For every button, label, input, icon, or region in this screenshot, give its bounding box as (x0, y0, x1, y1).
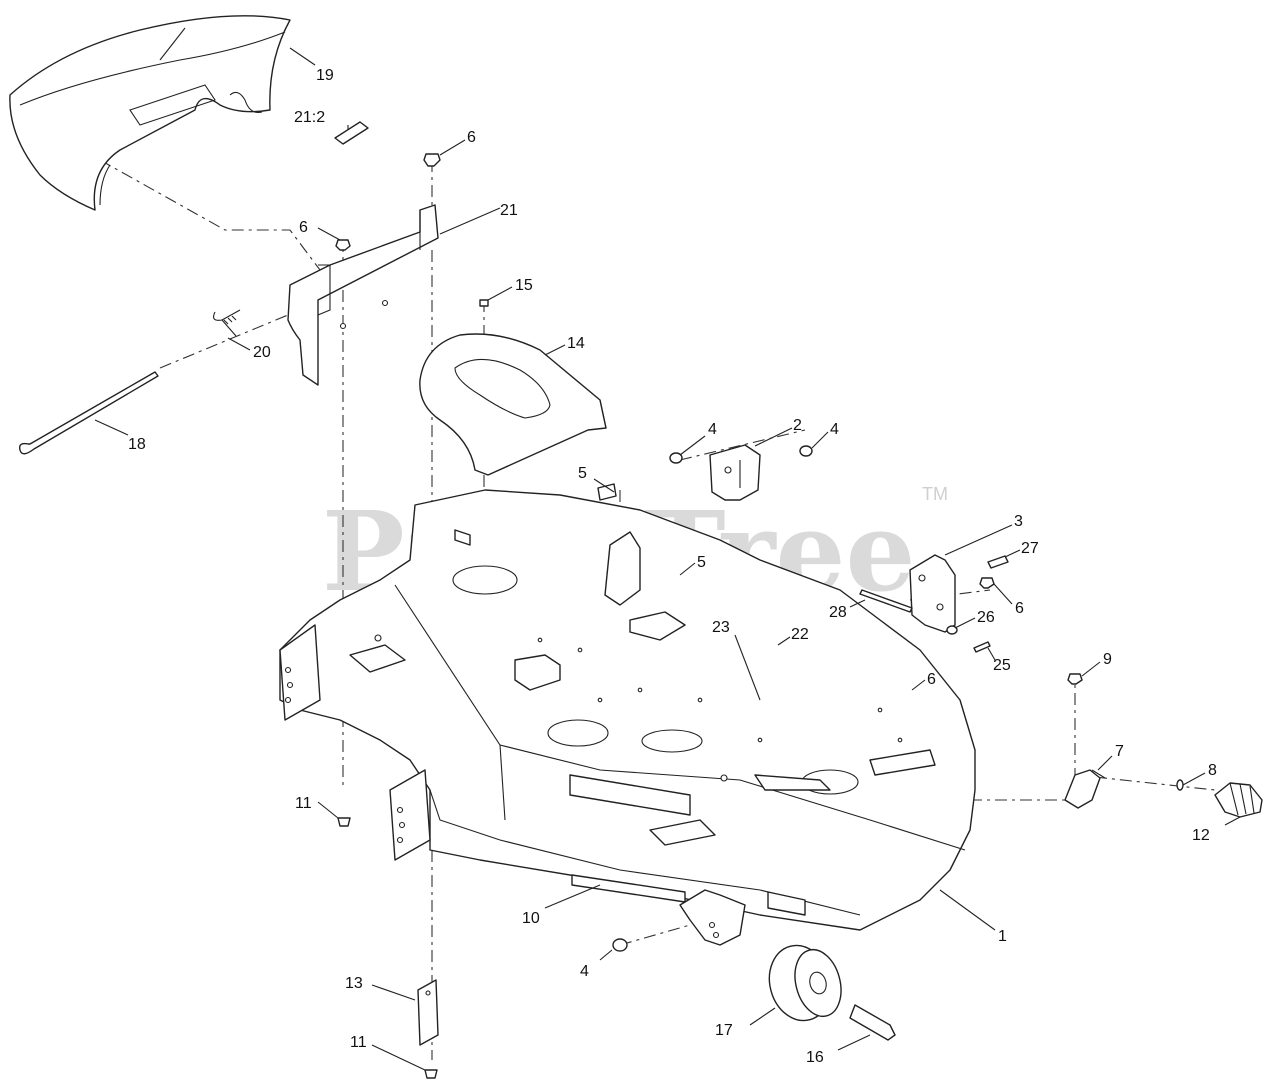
pivot-rod[interactable] (18, 371, 159, 455)
callout-11-top[interactable]: 11 (295, 795, 312, 812)
pin-25[interactable] (973, 641, 991, 653)
idler-bracket-2[interactable] (709, 444, 761, 501)
bolt-15[interactable] (479, 299, 489, 307)
nut-6-left[interactable] (335, 239, 351, 251)
belt-cover[interactable] (419, 333, 607, 476)
callout-11-bottom[interactable]: 11 (350, 1034, 367, 1051)
mower-deck[interactable] (279, 489, 976, 931)
bolt-28[interactable] (859, 589, 913, 613)
callout-4-left[interactable]: 4 (708, 421, 717, 438)
callout-16[interactable]: 16 (806, 1049, 824, 1066)
callout-25[interactable]: 25 (993, 657, 1011, 674)
bolt-11-bottom[interactable] (424, 1069, 438, 1079)
callout-23[interactable]: 23 (712, 619, 730, 636)
torsion-spring[interactable] (213, 309, 241, 337)
watermark-tm: TM (922, 484, 948, 504)
callout-1[interactable]: 1 (998, 928, 1007, 945)
callout-18[interactable]: 18 (128, 436, 146, 453)
washer-4-right[interactable] (799, 445, 813, 457)
callout-27[interactable]: 27 (1021, 540, 1039, 557)
washer-26[interactable] (946, 625, 958, 635)
elbow-fitting-7[interactable] (1064, 769, 1106, 809)
deflector-bracket[interactable] (287, 204, 439, 386)
callout-19[interactable]: 19 (316, 67, 334, 84)
callout-6-right[interactable]: 6 (1015, 600, 1024, 617)
callout-6-left[interactable]: 6 (299, 219, 308, 236)
callout-5-bottom[interactable]: 5 (697, 554, 706, 571)
callout-21[interactable]: 21 (500, 202, 518, 219)
callout-8[interactable]: 8 (1208, 762, 1217, 779)
callout-12[interactable]: 12 (1192, 827, 1210, 844)
callout-17[interactable]: 17 (715, 1022, 733, 1039)
leader-lines (94, 47, 1241, 1071)
nut-6-top[interactable] (423, 153, 441, 167)
callout-2[interactable]: 2 (793, 417, 802, 434)
callout-21-2[interactable]: 21:2 (294, 109, 325, 126)
bracket-3[interactable] (909, 554, 956, 633)
wheel-axle[interactable] (849, 1004, 896, 1041)
washer-4-left[interactable] (669, 452, 683, 464)
callout-26[interactable]: 26 (977, 609, 995, 626)
callout-13[interactable]: 13 (345, 975, 363, 992)
bolt-27[interactable] (987, 555, 1009, 569)
deflector-mount-13[interactable] (417, 979, 439, 1046)
callout-5-top[interactable]: 5 (578, 465, 587, 482)
o-ring-8[interactable] (1176, 779, 1184, 791)
callout-3[interactable]: 3 (1014, 513, 1023, 530)
grass-deflector[interactable] (9, 15, 291, 211)
callout-15[interactable]: 15 (515, 277, 533, 294)
callout-6-center[interactable]: 6 (927, 671, 936, 688)
callouts: 19 21:2 6 21 6 15 14 20 18 4 2 4 5 5 3 2… (128, 67, 1217, 1066)
callout-6-top[interactable]: 6 (467, 129, 476, 146)
callout-4-right[interactable]: 4 (830, 421, 839, 438)
callout-10[interactable]: 10 (522, 910, 540, 927)
callout-28[interactable]: 28 (829, 604, 847, 621)
nut-6-right[interactable] (979, 577, 995, 589)
caster-wheel[interactable] (761, 939, 848, 1028)
callout-14[interactable]: 14 (567, 335, 585, 352)
callout-7[interactable]: 7 (1115, 743, 1124, 760)
label-pad[interactable] (334, 121, 369, 145)
wheel-bracket[interactable] (679, 889, 746, 946)
nut-9[interactable] (1067, 673, 1083, 685)
hose-cap-12[interactable] (1214, 782, 1263, 818)
bolt-11-top[interactable] (337, 817, 351, 827)
callout-9[interactable]: 9 (1103, 651, 1112, 668)
callout-20[interactable]: 20 (253, 344, 271, 361)
bolt-5-top[interactable] (597, 483, 617, 501)
callout-4-bottom[interactable]: 4 (580, 963, 589, 980)
callout-22[interactable]: 22 (791, 626, 809, 643)
washer-4-bottom[interactable] (612, 938, 628, 952)
